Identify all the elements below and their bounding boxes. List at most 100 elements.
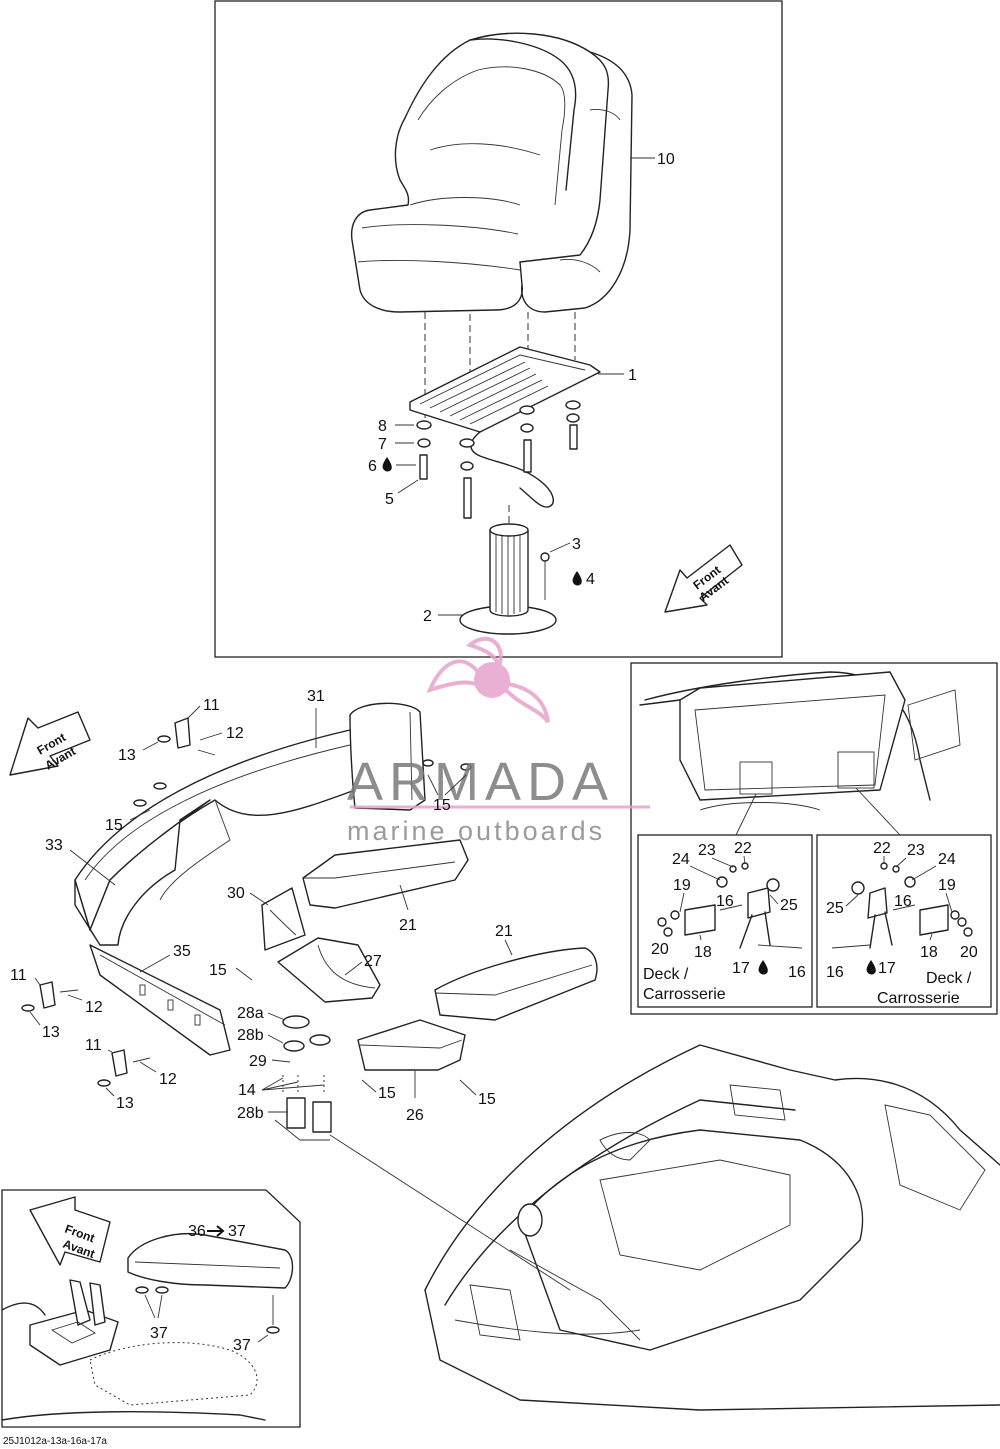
svg-text:18: 18 bbox=[920, 944, 938, 961]
rail-hardware bbox=[416, 400, 581, 519]
callout-10: 10 bbox=[657, 151, 675, 168]
deck-label-line1: Deck / bbox=[926, 970, 972, 987]
brand-name: ARMADA bbox=[347, 752, 614, 812]
deck-label-line1: Deck / bbox=[643, 966, 689, 983]
svg-text:13: 13 bbox=[118, 747, 136, 764]
svg-text:15: 15 bbox=[209, 962, 227, 979]
seat-cushion-21-right bbox=[434, 947, 598, 1021]
svg-text:11: 11 bbox=[85, 1037, 102, 1054]
svg-text:21: 21 bbox=[495, 923, 513, 940]
svg-text:12: 12 bbox=[159, 1071, 177, 1088]
svg-text:15: 15 bbox=[378, 1085, 396, 1102]
svg-text:17: 17 bbox=[732, 960, 750, 977]
cover-inset-frame bbox=[1, 1189, 301, 1428]
slide-rail-drawing bbox=[409, 346, 601, 508]
svg-text:24: 24 bbox=[672, 851, 690, 868]
svg-text:30: 30 bbox=[227, 885, 245, 902]
hull-drawing bbox=[424, 1044, 1000, 1411]
svg-text:25: 25 bbox=[826, 900, 844, 917]
svg-text:20: 20 bbox=[651, 941, 669, 958]
svg-text:29: 29 bbox=[249, 1053, 267, 1070]
brand-tagline: marine outboards bbox=[347, 816, 605, 846]
callouts-seat: 10 1 8 7 6 5 3 4 2 bbox=[368, 151, 675, 625]
callouts-inset: 36 37 37 37 25J1012a-13a-16a-17a bbox=[3, 1223, 269, 1447]
seat-drawing bbox=[350, 32, 633, 313]
svg-text:16: 16 bbox=[716, 893, 734, 910]
front-arrow-top: Front Avant bbox=[664, 544, 743, 613]
svg-text:15: 15 bbox=[478, 1091, 496, 1108]
svg-text:12: 12 bbox=[226, 725, 244, 742]
callout-4: 4 bbox=[586, 571, 595, 588]
detail-frame bbox=[630, 662, 998, 1015]
callout-1: 1 bbox=[628, 367, 637, 384]
drop-icon bbox=[758, 960, 768, 975]
svg-text:11: 11 bbox=[203, 697, 220, 714]
svg-text:19: 19 bbox=[938, 877, 956, 894]
callout-2: 2 bbox=[423, 608, 432, 625]
backrest-30 bbox=[261, 887, 306, 951]
callout-7: 7 bbox=[378, 436, 387, 453]
reference-code: 25J1012a-13a-16a-17a bbox=[3, 1436, 107, 1447]
callouts-detail: 24 23 22 19 16 25 20 18 17 16 Deck / Car… bbox=[643, 840, 978, 1007]
svg-text:16: 16 bbox=[894, 893, 912, 910]
svg-text:23: 23 bbox=[907, 842, 925, 859]
svg-text:19: 19 bbox=[673, 877, 691, 894]
svg-text:12: 12 bbox=[85, 999, 103, 1016]
svg-text:37: 37 bbox=[233, 1337, 251, 1354]
svg-text:15: 15 bbox=[105, 817, 123, 834]
svg-text:11: 11 bbox=[10, 967, 27, 984]
callout-5: 5 bbox=[385, 491, 394, 508]
svg-text:22: 22 bbox=[734, 840, 752, 857]
seat-cushion-21-left bbox=[302, 839, 469, 909]
drop-icon bbox=[572, 571, 582, 586]
propeller-icon bbox=[426, 636, 550, 724]
svg-text:26: 26 bbox=[406, 1107, 424, 1124]
detail-sketch bbox=[639, 671, 961, 836]
hinge-left bbox=[657, 862, 803, 949]
callouts-bow: 11 12 13 31 15 15 33 30 21 21 35 27 15 2… bbox=[10, 688, 513, 1124]
svg-text:22: 22 bbox=[873, 840, 891, 857]
hardware-left bbox=[21, 717, 472, 1087]
svg-text:20: 20 bbox=[960, 944, 978, 961]
svg-text:36: 36 bbox=[188, 1223, 206, 1240]
detail-left-box bbox=[637, 834, 813, 1008]
pedestal-drawing bbox=[459, 523, 557, 635]
backrest-cushion-33 bbox=[74, 799, 211, 946]
svg-text:13: 13 bbox=[42, 1024, 60, 1041]
svg-text:24: 24 bbox=[938, 851, 956, 868]
armada-logo: ARMADA marine outboards bbox=[347, 636, 650, 846]
seat-cushion-27 bbox=[277, 937, 381, 1003]
svg-text:37: 37 bbox=[150, 1325, 168, 1342]
drop-icon bbox=[382, 457, 392, 472]
drop-icon bbox=[866, 960, 876, 975]
side-cushion-35 bbox=[89, 944, 231, 1056]
svg-text:33: 33 bbox=[45, 837, 63, 854]
svg-text:14: 14 bbox=[238, 1082, 256, 1099]
svg-text:25: 25 bbox=[780, 897, 798, 914]
front-arrow-left: Front Avant bbox=[9, 711, 91, 776]
front-arrow-inset: Front Avant bbox=[29, 1196, 111, 1266]
detail-right-box bbox=[816, 834, 992, 1008]
arrow-right-icon bbox=[207, 1225, 225, 1237]
svg-text:28b: 28b bbox=[237, 1105, 264, 1122]
callout-8: 8 bbox=[378, 418, 387, 435]
deck-label-line2: Carrosserie bbox=[877, 990, 960, 1007]
svg-text:16: 16 bbox=[788, 964, 806, 981]
svg-text:13: 13 bbox=[116, 1095, 134, 1112]
deck-label-line2: Carrosserie bbox=[643, 986, 726, 1003]
svg-text:28a: 28a bbox=[237, 1005, 264, 1022]
svg-text:23: 23 bbox=[698, 842, 716, 859]
svg-text:16: 16 bbox=[826, 964, 844, 981]
svg-text:17: 17 bbox=[878, 960, 896, 977]
svg-text:31: 31 bbox=[307, 688, 325, 705]
callout-3: 3 bbox=[572, 536, 581, 553]
svg-text:27: 27 bbox=[364, 953, 382, 970]
svg-text:37: 37 bbox=[228, 1223, 246, 1240]
svg-text:21: 21 bbox=[399, 917, 417, 934]
cover-drawing bbox=[1, 1233, 294, 1421]
svg-text:18: 18 bbox=[694, 944, 712, 961]
seat-assembly-frame bbox=[214, 0, 783, 658]
svg-text:15: 15 bbox=[433, 797, 451, 814]
callout-6: 6 bbox=[368, 458, 377, 475]
